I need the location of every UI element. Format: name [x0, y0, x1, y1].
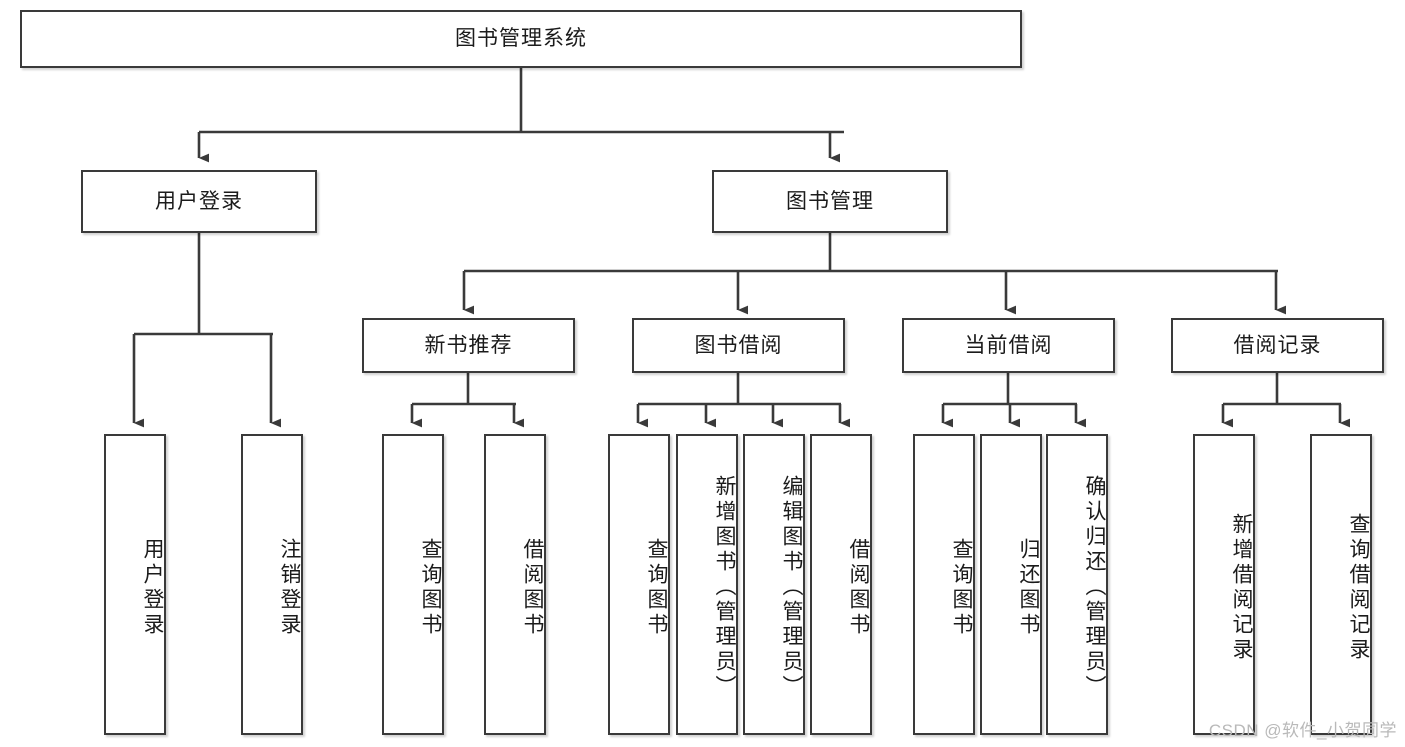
leaf-query-book-3-label: 查询图书: [950, 537, 973, 638]
leaf-query-book-2[interactable]: 查询图书: [608, 434, 670, 735]
leaf-edit-book-label: 编辑图书（管理员）: [780, 475, 803, 700]
leaf-add-record-label: 新增借阅记录: [1230, 512, 1253, 663]
leaf-borrow-book-1-label: 借阅图书: [521, 537, 544, 638]
node-current-borrow-label: 当前借阅: [964, 333, 1053, 357]
leaf-add-book-label: 新增图书（管理员）: [713, 475, 736, 700]
node-user-login-label: 用户登录: [155, 189, 243, 213]
leaf-logout-login-label: 注销登录: [278, 537, 301, 638]
leaf-return-book[interactable]: 归还图书: [980, 434, 1042, 735]
node-new-book-recommend[interactable]: 新书推荐: [362, 318, 575, 373]
leaf-user-login[interactable]: 用户登录: [104, 434, 166, 735]
leaf-confirm-return-label: 确认归还（管理员）: [1083, 475, 1106, 700]
leaf-add-record[interactable]: 新增借阅记录: [1193, 434, 1255, 735]
leaf-add-book[interactable]: 新增图书（管理员）: [676, 434, 738, 735]
leaf-query-book-3[interactable]: 查询图书: [913, 434, 975, 735]
leaf-logout-login[interactable]: 注销登录: [241, 434, 303, 735]
leaf-confirm-return[interactable]: 确认归还（管理员）: [1046, 434, 1108, 735]
leaf-borrow-book-2[interactable]: 借阅图书: [810, 434, 872, 735]
node-root[interactable]: 图书管理系统: [20, 10, 1022, 68]
leaf-query-book-1-label: 查询图书: [419, 537, 442, 638]
node-book-borrow[interactable]: 图书借阅: [632, 318, 845, 373]
leaf-query-record[interactable]: 查询借阅记录: [1310, 434, 1372, 735]
node-current-borrow[interactable]: 当前借阅: [902, 318, 1115, 373]
leaf-borrow-book-1[interactable]: 借阅图书: [484, 434, 546, 735]
leaf-query-record-label: 查询借阅记录: [1347, 512, 1370, 663]
leaf-query-book-2-label: 查询图书: [645, 537, 668, 638]
node-root-label: 图书管理系统: [455, 27, 587, 51]
leaf-borrow-book-2-label: 借阅图书: [847, 537, 870, 638]
node-borrow-record-label: 借阅记录: [1233, 333, 1322, 357]
leaf-edit-book[interactable]: 编辑图书（管理员）: [743, 434, 805, 735]
leaf-query-book-1[interactable]: 查询图书: [382, 434, 444, 735]
node-book-management[interactable]: 图书管理: [712, 170, 948, 233]
node-book-borrow-label: 图书借阅: [694, 333, 783, 357]
leaf-user-login-label: 用户登录: [141, 537, 164, 638]
node-new-book-recommend-label: 新书推荐: [424, 333, 513, 357]
leaf-return-book-label: 归还图书: [1017, 537, 1040, 638]
node-book-management-label: 图书管理: [786, 189, 874, 213]
node-borrow-record[interactable]: 借阅记录: [1171, 318, 1384, 373]
node-user-login[interactable]: 用户登录: [81, 170, 317, 233]
csdn-watermark: CSDN @软件_小贺同学: [1208, 721, 1397, 740]
